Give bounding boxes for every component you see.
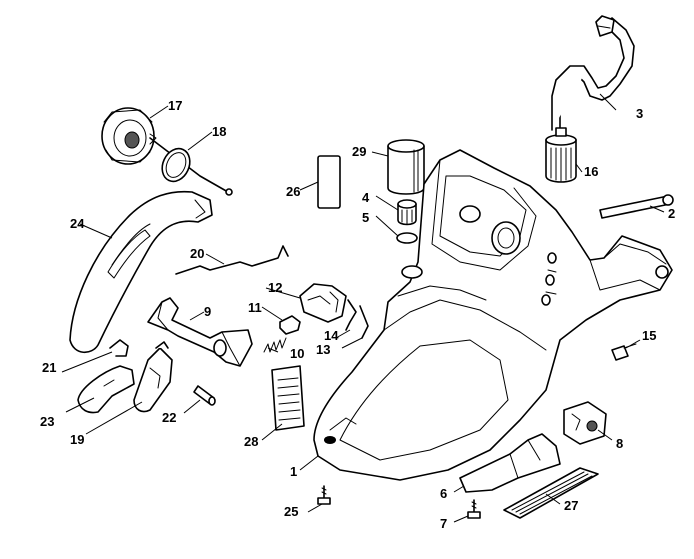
part-spring-10 [263,337,287,353]
part-contact-14 [345,299,357,331]
part-throttle-lever-9 [147,297,253,367]
callout-12: 12 [268,280,282,295]
part-o-ring-18 [161,147,191,183]
callout-8: 8 [616,436,623,451]
callout-6: 6 [440,486,447,501]
callout-22: 22 [162,410,176,425]
callout-3: 3 [636,106,643,121]
part-grip-strip-27 [503,467,599,519]
part-filter-29 [387,139,425,195]
callout-11: 11 [248,300,262,315]
part-pin-22 [193,385,216,406]
callout-labels: 17 18 24 20 9 11 10 12 14 13 21 23 19 22… [40,98,675,531]
part-tube-2 [599,194,674,219]
part-bracket-6 [459,433,561,493]
part-cap-4 [397,199,417,226]
callout-19: 19 [70,432,84,447]
callout-9: 9 [204,304,211,319]
part-block-11 [279,315,301,335]
part-wire-13 [359,305,369,339]
callout-29: 29 [352,144,366,159]
callout-14: 14 [324,328,339,343]
callout-1: 1 [290,464,297,479]
leader-lines [61,93,665,523]
callout-13: 13 [316,342,330,357]
part-fuel-filter-16 [545,127,577,183]
callout-5: 5 [362,210,369,225]
callout-20: 20 [190,246,204,261]
callout-25: 25 [284,504,298,519]
part-17-assembly [101,107,233,196]
part-plate-8 [563,401,607,445]
part-hand-guard [69,190,213,354]
part-screw-25 [317,485,331,505]
callout-15: 15 [642,328,656,343]
part-switch-12 [299,283,347,323]
part-ring-5 [396,232,418,244]
part-screw-15 [611,343,637,361]
callout-28: 28 [244,434,258,449]
part-label-26 [317,155,341,209]
part-wire-rod-20 [175,245,289,275]
part-label-sheet-28 [271,365,305,431]
callout-27: 27 [564,498,578,513]
callout-18: 18 [212,124,226,139]
part-main-housing-1 [313,149,673,481]
callout-24: 24 [70,216,85,231]
callout-4: 4 [362,190,370,205]
callout-17: 17 [168,98,182,113]
callout-7: 7 [440,516,447,531]
callout-23: 23 [40,414,54,429]
callout-10: 10 [290,346,304,361]
part-screw-7 [467,499,481,519]
callout-26: 26 [286,184,300,199]
part-lever-23 [77,365,135,414]
callout-16: 16 [584,164,598,179]
part-clip-21 [109,339,129,357]
callout-21: 21 [42,360,56,375]
part-trigger-19 [133,341,173,413]
part-fuel-hose-3 [551,15,635,131]
callout-2: 2 [668,206,675,221]
